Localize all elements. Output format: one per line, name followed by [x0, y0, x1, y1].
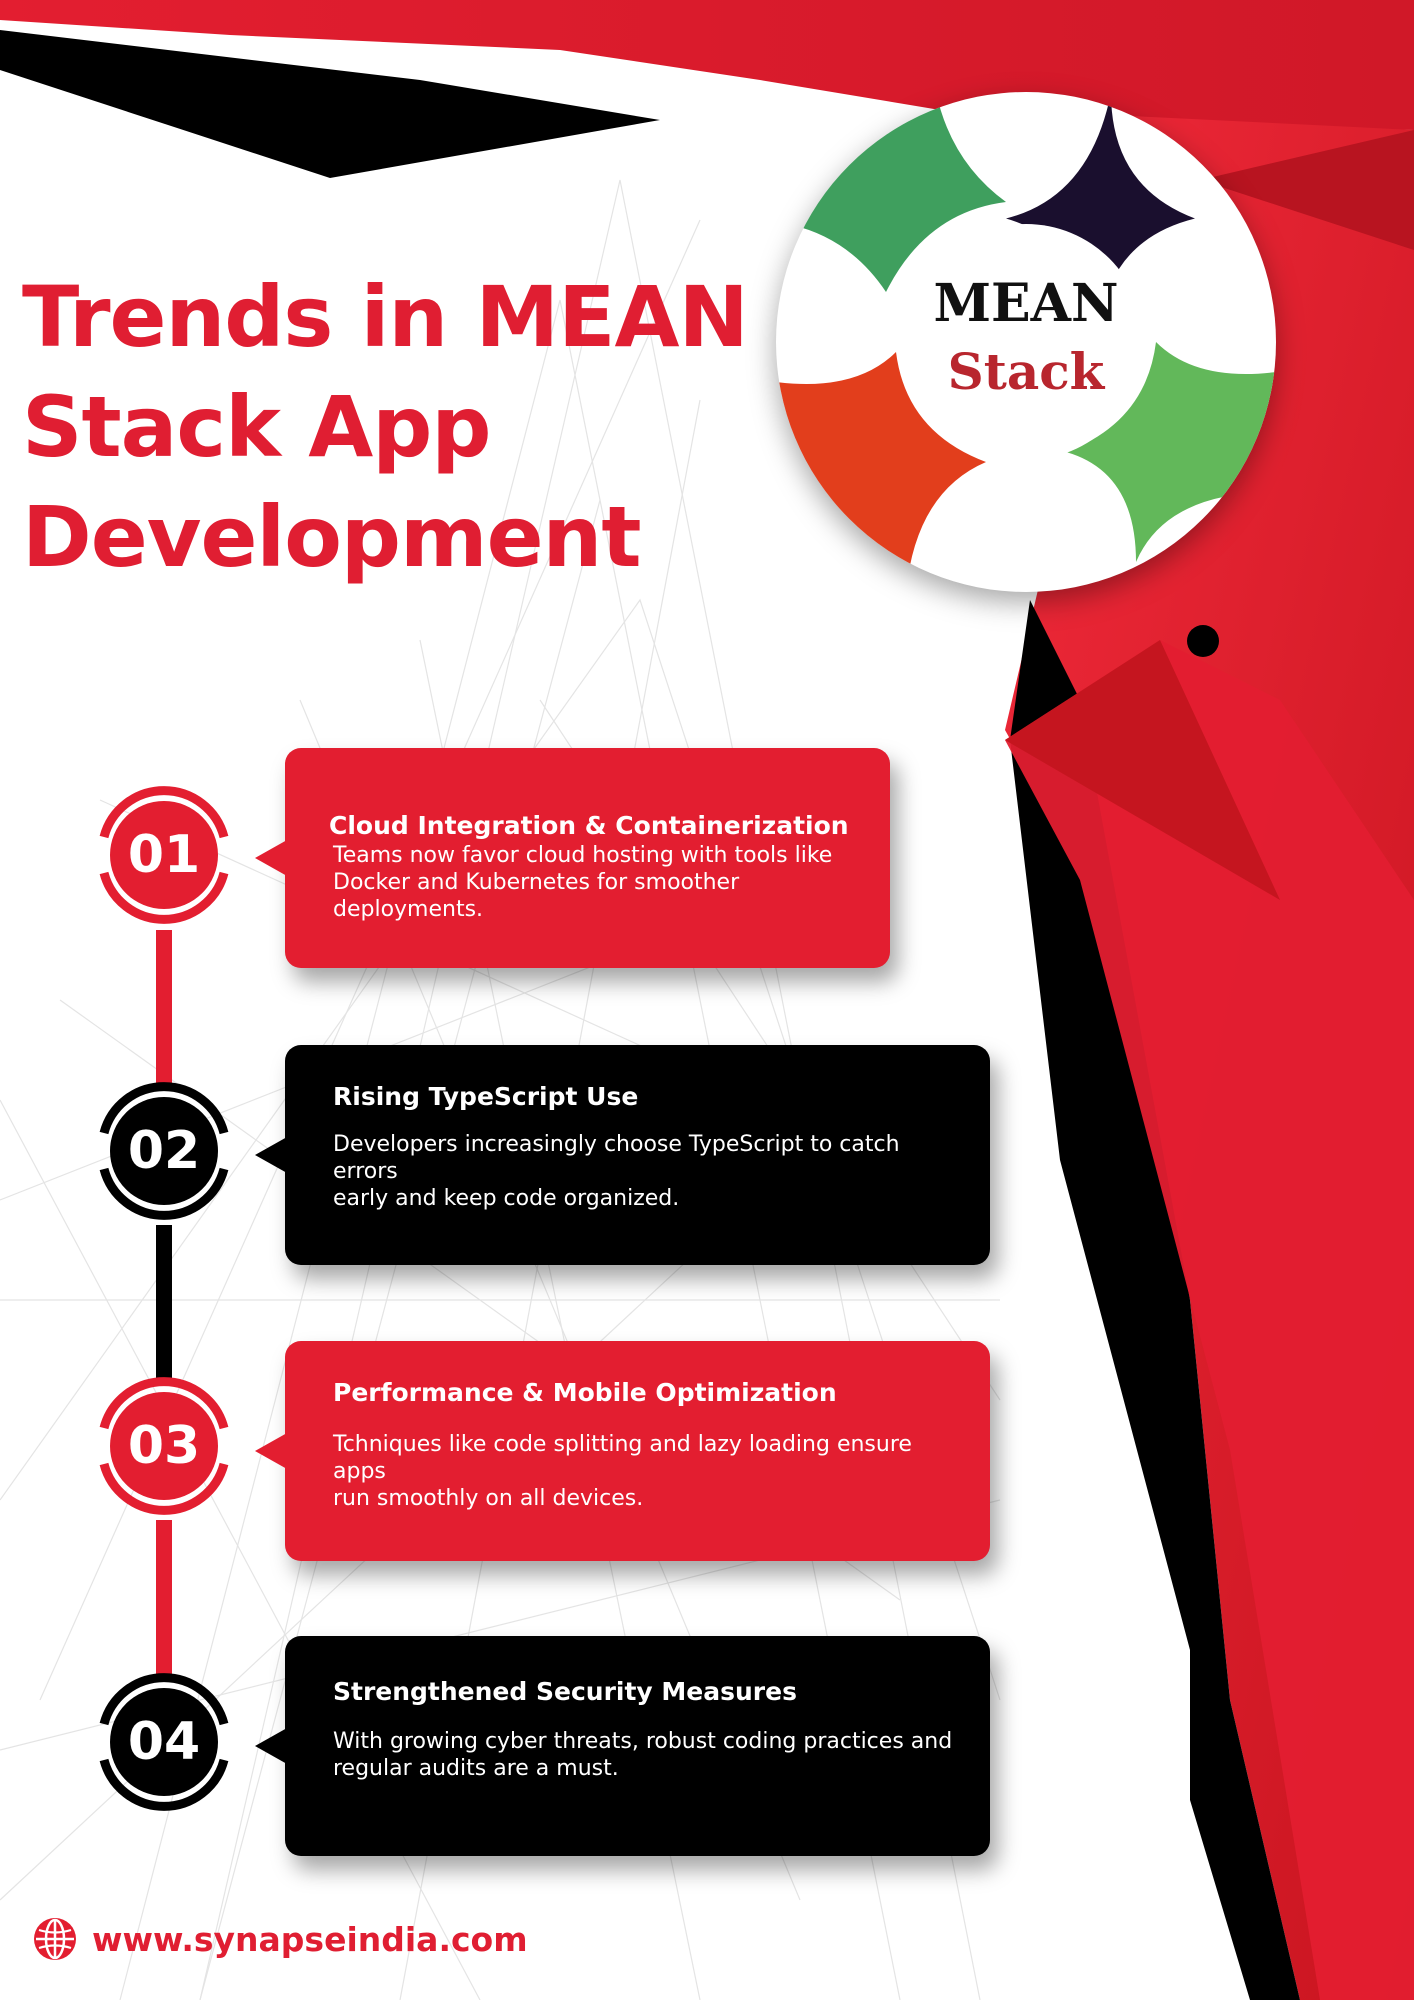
- card-pointer: [255, 1137, 287, 1173]
- timeline-line-red-2: [156, 1520, 172, 1680]
- card-body: Tchniques like code splitting and lazy l…: [333, 1432, 912, 1511]
- trend-card-01: Cloud Integration & Containerization Tea…: [255, 748, 890, 968]
- step-number: 01: [127, 825, 201, 885]
- logo-word-mean: MEAN: [933, 273, 1119, 334]
- website-link[interactable]: www.synapseindia.com: [92, 1919, 528, 1959]
- card-heading: Performance & Mobile Optimization: [333, 1378, 837, 1407]
- top-black-wedge: [0, 30, 660, 178]
- title-line-3: Development: [22, 488, 642, 586]
- trend-card-02: Rising TypeScript Use Developers increas…: [255, 1045, 990, 1265]
- footer: www.synapseindia.com: [32, 1916, 528, 1962]
- mean-stack-logo: MEAN Stack: [776, 92, 1276, 592]
- title-line-2: Stack App: [22, 378, 492, 476]
- trend-card-03: Performance & Mobile Optimization Tchniq…: [255, 1341, 990, 1561]
- logo-word-stack: Stack: [947, 342, 1105, 401]
- card-heading: Rising TypeScript Use: [333, 1082, 639, 1111]
- card-body: With growing cyber threats, robust codin…: [333, 1729, 953, 1781]
- page-title: Trends in MEAN Stack App Development: [22, 262, 749, 592]
- logo-light-green-star: [1066, 342, 1276, 562]
- card-heading: Strengthened Security Measures: [333, 1677, 797, 1706]
- step-badge-03: 03: [90, 1372, 238, 1520]
- card-body: Teams now favor cloud hosting with tools…: [333, 843, 833, 922]
- decorative-dot: [1187, 625, 1219, 657]
- step-number: 04: [127, 1712, 201, 1772]
- right-red-facet: [1005, 640, 1414, 2000]
- logo-orange-star: [776, 352, 986, 592]
- logo-center-disc: [908, 224, 1144, 460]
- timeline-line-black: [156, 1225, 172, 1385]
- card-body: Developers increasingly choose TypeScrip…: [333, 1132, 900, 1211]
- step-badge-04: 04: [90, 1668, 238, 1816]
- step-badge-01: 01: [90, 781, 238, 929]
- card-pointer: [255, 1728, 287, 1764]
- step-number: 02: [127, 1121, 201, 1181]
- logo-star-shapes: [776, 92, 1276, 592]
- card-heading: Cloud Integration & Containerization: [329, 811, 849, 840]
- right-black-stripe: [1010, 600, 1300, 2000]
- card-pointer: [255, 840, 287, 876]
- logo-green-star: [776, 92, 1006, 292]
- step-badge-02: 02: [90, 1077, 238, 1225]
- red-facet-dark: [1200, 130, 1414, 250]
- logo-navy-star: [1006, 92, 1195, 324]
- timeline-line-red-1: [156, 930, 172, 1090]
- globe-icon: [34, 1918, 76, 1960]
- title-line-1: Trends in MEAN: [22, 268, 749, 366]
- red-facet-shadow: [1005, 640, 1280, 900]
- trend-card-04: Strengthened Security Measures With grow…: [255, 1636, 990, 1856]
- step-number: 03: [127, 1416, 201, 1476]
- card-pointer: [255, 1433, 287, 1469]
